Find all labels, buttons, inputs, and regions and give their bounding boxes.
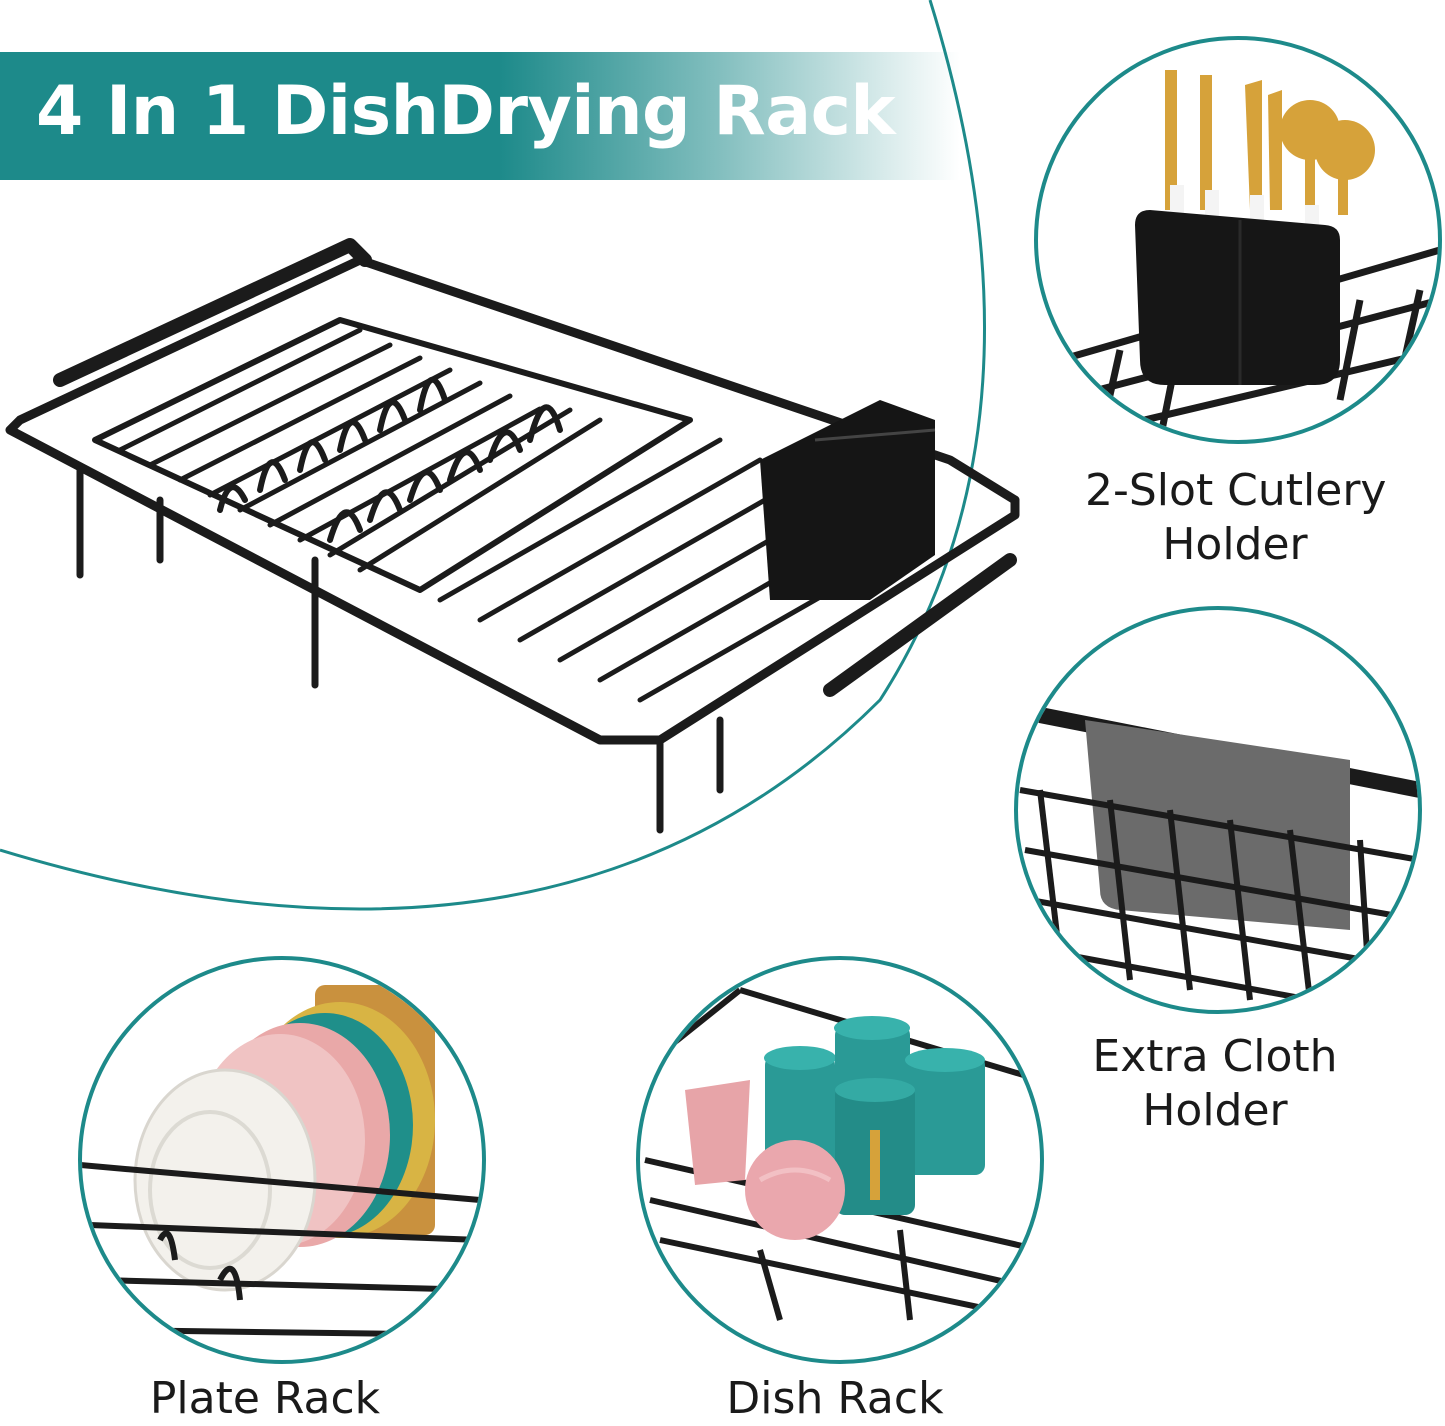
page-title: 4 In 1 DishDrying Rack: [36, 72, 896, 151]
cutlery-holder-caption: 2-Slot Cutlery Holder: [1085, 464, 1387, 572]
main-arc: [0, 0, 986, 911]
dish-rack-caption: Dish Rack: [715, 1372, 955, 1426]
title-banner: [0, 52, 960, 180]
caption-line: Dish Rack: [726, 1373, 944, 1424]
caption-line: Extra Cloth: [1092, 1031, 1338, 1082]
dish-detail: [640, 987, 1040, 1323]
cutlery-detail: [1059, 70, 1438, 440]
plate-rack-caption: Plate Rack: [140, 1372, 390, 1426]
caption-line: Holder: [1142, 1085, 1288, 1136]
caption-line: 2-Slot Cutlery: [1085, 465, 1387, 516]
cloth-holder-caption: Extra Cloth Holder: [1080, 1030, 1350, 1138]
caption-line: Holder: [1162, 519, 1308, 570]
caption-line: Plate Rack: [149, 1373, 381, 1424]
main-rack-cutlery-holder: [760, 400, 935, 600]
